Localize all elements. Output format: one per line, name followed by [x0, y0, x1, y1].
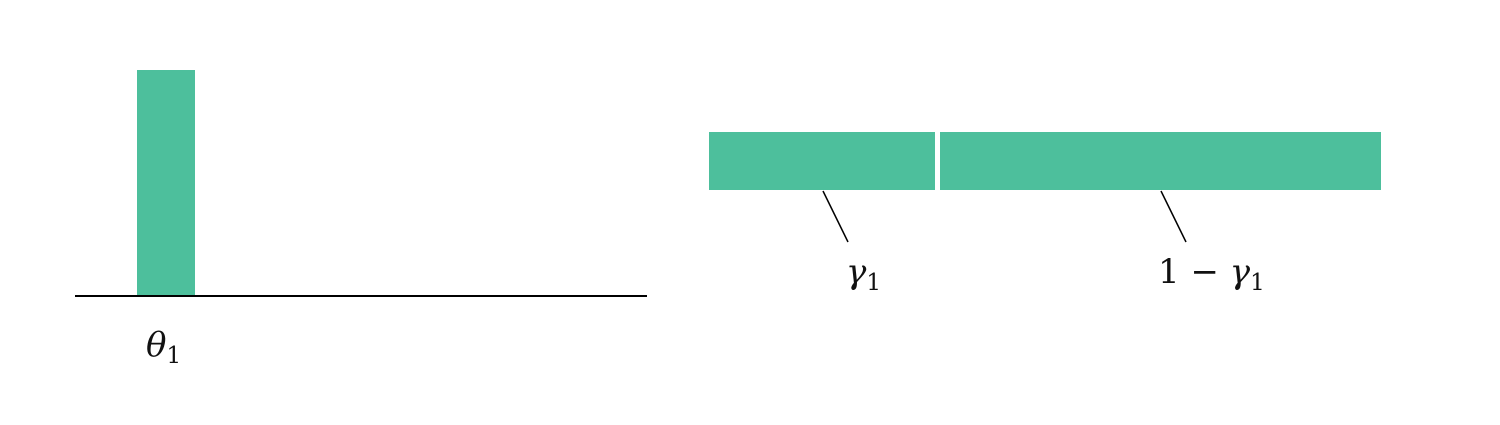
- segment-gamma-pointer: [822, 190, 849, 243]
- atom-label: θ1: [146, 325, 181, 369]
- atom-panel: θ1: [75, 70, 647, 369]
- segment-remainder-label-prefix: 1 −: [1158, 252, 1230, 292]
- segment-remainder-pointer: [1160, 190, 1187, 243]
- segment-remainder-label: 1 − γ1: [1158, 252, 1265, 296]
- segment-gamma-label-symbol: γ: [846, 252, 867, 292]
- stick-segment-remainder: [940, 132, 1381, 190]
- stick-segment-gamma: [709, 132, 935, 190]
- atom-label-symbol: θ: [146, 325, 166, 365]
- segment-gamma-label: γ1: [846, 252, 881, 296]
- atom-bar: [137, 70, 195, 296]
- segment-remainder-label-subscript: 1: [1250, 270, 1265, 296]
- segment-remainder-label-symbol: γ: [1230, 252, 1251, 292]
- stick-panel: γ1 1 − γ1: [709, 132, 1381, 296]
- atom-label-subscript: 1: [166, 343, 181, 369]
- segment-gamma-label-subscript: 1: [866, 270, 881, 296]
